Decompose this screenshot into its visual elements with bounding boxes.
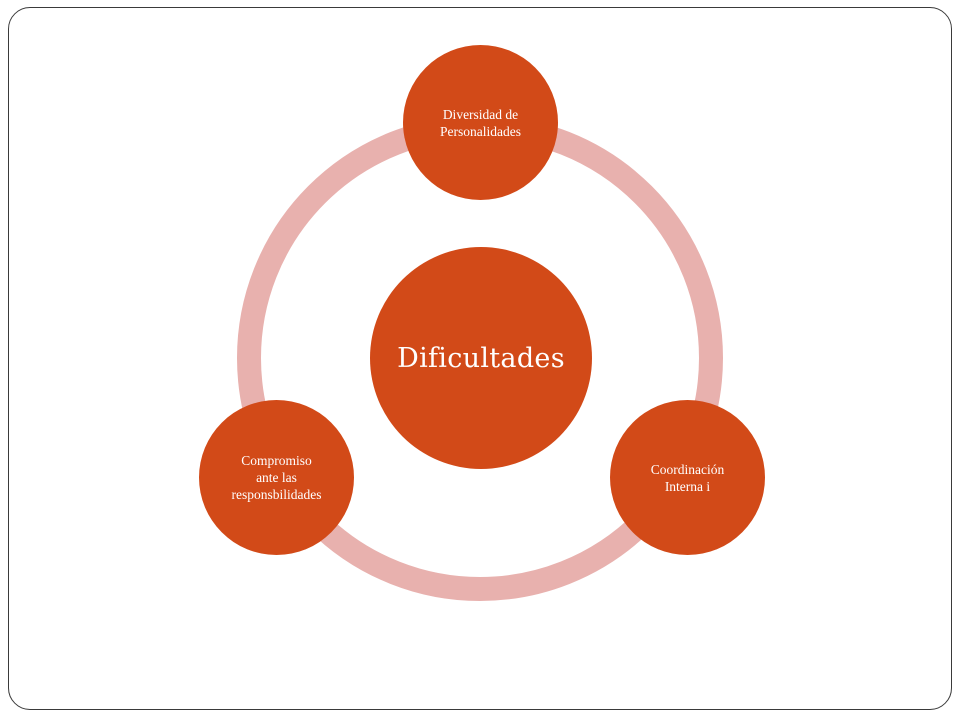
center-label: Dificultades bbox=[397, 342, 565, 374]
node-compromiso: Compromiso ante las responsbilidades bbox=[199, 400, 354, 555]
node-label: Compromiso ante las responsbilidades bbox=[231, 453, 322, 502]
node-label: Coordinación Interna i bbox=[650, 461, 725, 494]
node-label: Diversidad de Personalidades bbox=[440, 106, 521, 139]
node-diversidad: Diversidad de Personalidades bbox=[403, 45, 558, 200]
node-coordinacion: Coordinación Interna i bbox=[610, 400, 765, 555]
center-node: Dificultades bbox=[370, 247, 592, 469]
